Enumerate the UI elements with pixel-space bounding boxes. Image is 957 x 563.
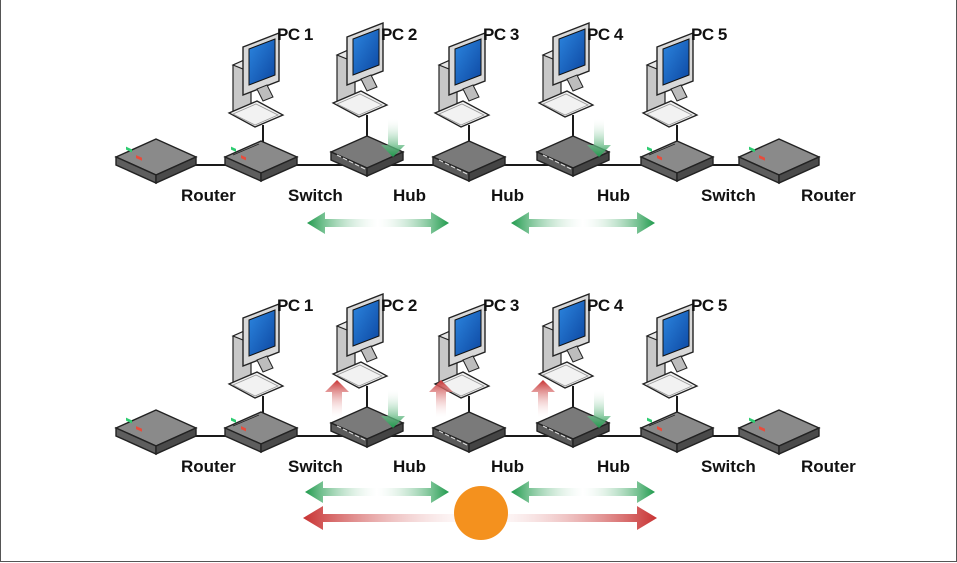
- arrow-up-icon: [325, 380, 349, 418]
- traffic-arrow-green: [305, 481, 449, 503]
- collision-circle: [454, 486, 508, 540]
- device-label: Router: [801, 457, 856, 476]
- device-label: Router: [801, 186, 856, 205]
- device-label: Hub: [393, 186, 426, 205]
- traffic-arrow-green: [511, 212, 655, 234]
- pc-2-icon: [332, 22, 388, 156]
- pc-label: PC 3: [483, 25, 519, 44]
- switch-icon: [224, 140, 298, 182]
- device-label: Router: [181, 186, 236, 205]
- pc-label: PC 4: [587, 296, 624, 315]
- pc-label: PC 1: [277, 296, 313, 315]
- pc-label: PC 1: [277, 25, 313, 44]
- row-bottom: PC 1 PC 2 PC 3 PC 4 PC 5 Router Switch H…: [115, 293, 856, 540]
- row-top: PC 1 PC 2 PC 3 PC 4 PC 5 Router Switch H…: [115, 22, 856, 234]
- device-label: Hub: [597, 457, 630, 476]
- router-icon: [738, 138, 820, 184]
- device-label: Switch: [701, 457, 756, 476]
- pc-label: PC 5: [691, 25, 727, 44]
- router-icon: [115, 138, 197, 184]
- device-label: Hub: [491, 186, 524, 205]
- router-icon: [115, 409, 197, 455]
- pc-label: PC 5: [691, 296, 727, 315]
- device-label: Hub: [393, 457, 426, 476]
- device-label: Hub: [491, 457, 524, 476]
- device-label: Switch: [288, 186, 343, 205]
- pc-4-icon: [538, 22, 594, 156]
- traffic-arrow-green: [511, 481, 655, 503]
- switch-icon: [640, 411, 714, 453]
- switch-icon: [224, 411, 298, 453]
- traffic-arrow-green: [307, 212, 449, 234]
- pc-label: PC 3: [483, 296, 519, 315]
- pc-label: PC 2: [381, 296, 417, 315]
- hub-icon: [432, 140, 506, 182]
- device-label: Switch: [288, 457, 343, 476]
- device-label: Hub: [597, 186, 630, 205]
- pc-label: PC 4: [587, 25, 624, 44]
- device-label: Switch: [701, 186, 756, 205]
- router-icon: [738, 409, 820, 455]
- arrow-up-icon: [531, 380, 555, 418]
- device-label: Router: [181, 457, 236, 476]
- switch-icon: [640, 140, 714, 182]
- pc-label: PC 2: [381, 25, 417, 44]
